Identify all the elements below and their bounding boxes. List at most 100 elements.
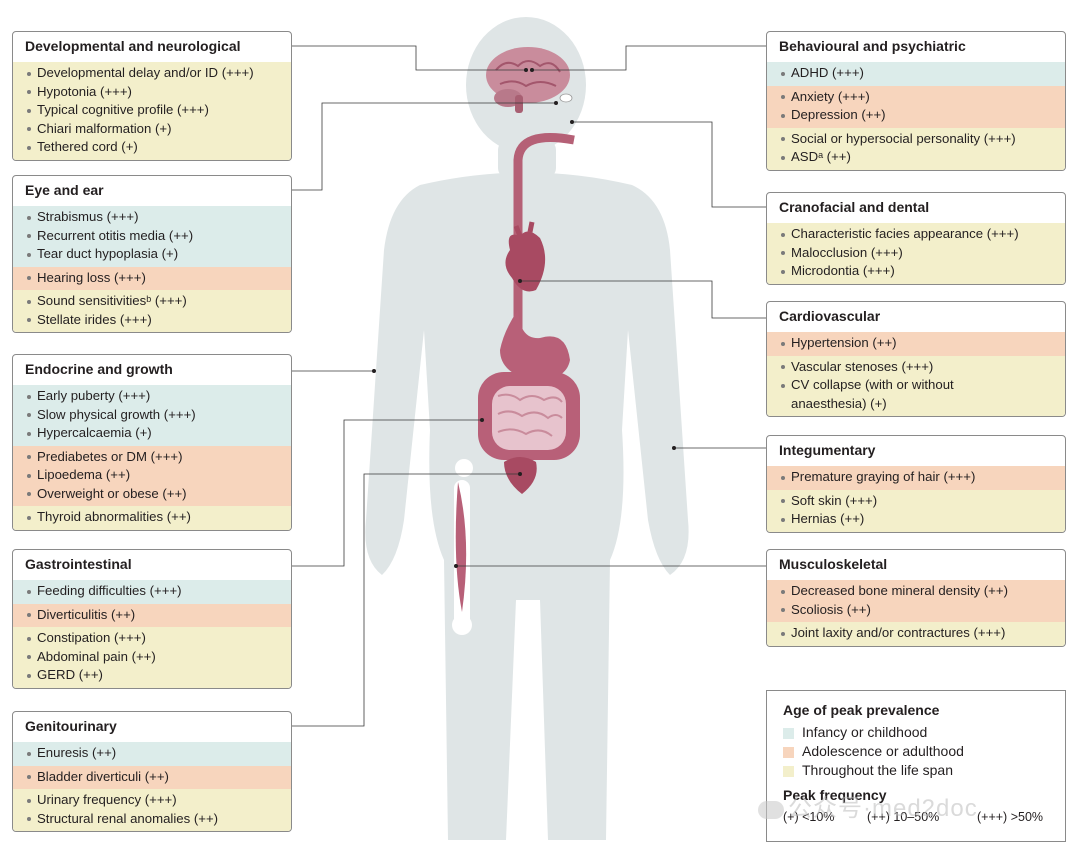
condition-item: Hernias (++)	[767, 510, 1065, 529]
condition-item: Hearing loss (+++)	[13, 269, 291, 288]
condition-item: Abdominal pain (++)	[13, 648, 291, 667]
condition-group-teal: Strabismus (+++)Recurrent otitis media (…	[13, 206, 291, 267]
condition-group-yellow: Sound sensitivitiesᵇ (+++)Stellate iride…	[13, 290, 291, 332]
condition-item: Soft skin (+++)	[767, 492, 1065, 511]
legend-title: Age of peak prevalence	[783, 702, 940, 718]
condition-item: Joint laxity and/or contractures (+++)	[767, 624, 1065, 643]
condition-group-yellow: Developmental delay and/or ID (+++)Hypot…	[13, 62, 291, 160]
condition-group-teal: Feeding difficulties (+++)	[13, 580, 291, 604]
condition-item: Diverticulitis (++)	[13, 606, 291, 625]
condition-item: Early puberty (+++)	[13, 387, 291, 406]
condition-group-yellow: Characteristic facies appearance (+++)Ma…	[767, 223, 1065, 284]
condition-item: Stellate irides (+++)	[13, 311, 291, 330]
legend-label: Adolescence or adulthood	[802, 743, 964, 759]
condition-item: Microdontia (+++)	[767, 262, 1065, 281]
condition-item: Thyroid abnormalities (++)	[13, 508, 291, 527]
condition-item: ADHD (+++)	[767, 64, 1065, 83]
condition-group-peach: Anxiety (+++)Depression (++)	[767, 85, 1065, 128]
legend-swatch	[783, 765, 794, 777]
condition-item: Tear duct hypoplasia (+)	[13, 245, 291, 264]
femur-muscle-icon	[452, 459, 473, 635]
panel-title: Eye and ear	[25, 182, 104, 198]
legend-row-adulthood: Adolescence or adulthood	[783, 743, 964, 759]
condition-item: GERD (++)	[13, 666, 291, 685]
panel-title: Developmental and neurological	[25, 38, 241, 54]
condition-item: Premature graying of hair (+++)	[767, 468, 1065, 487]
legend-row-lifespan: Throughout the life span	[783, 762, 953, 778]
condition-group-peach: Premature graying of hair (+++)	[767, 466, 1065, 490]
condition-group-peach: Prediabetes or DM (+++)Lipoedema (++)Ove…	[13, 445, 291, 506]
condition-group-yellow: Thyroid abnormalities (++)	[13, 506, 291, 530]
condition-group-yellow: Vascular stenoses (+++)CV collapse (with…	[767, 355, 1065, 416]
panel-title: Genitourinary	[25, 718, 117, 734]
condition-item: Strabismus (+++)	[13, 208, 291, 227]
eye-icon	[559, 93, 573, 103]
condition-item: anaesthesia) (+)	[791, 395, 887, 411]
condition-item: Structural renal anomalies (++)	[13, 810, 291, 829]
legend: Age of peak prevalence Infancy or childh…	[766, 690, 1066, 842]
panel-title: Gastrointestinal	[25, 556, 132, 572]
legend-row-childhood: Infancy or childhood	[783, 724, 927, 740]
condition-item: Developmental delay and/or ID (+++)	[13, 64, 291, 83]
condition-item: Recurrent otitis media (++)	[13, 227, 291, 246]
condition-item: Slow physical growth (+++)	[13, 406, 291, 425]
condition-group-yellow: Urinary frequency (+++)Structural renal …	[13, 789, 291, 831]
frequency-mid: (++) 10–50%	[867, 810, 940, 824]
frequency-high: (+++) >50%	[977, 810, 1044, 824]
condition-item: Sound sensitivitiesᵇ (+++)	[13, 292, 291, 311]
condition-item: Vascular stenoses (+++)	[767, 358, 1065, 377]
panel-title: Endocrine and growth	[25, 361, 173, 377]
condition-item: Characteristic facies appearance (+++)	[767, 225, 1065, 244]
condition-group-yellow: Constipation (+++)Abdominal pain (++)GER…	[13, 627, 291, 688]
heart-icon	[505, 221, 546, 292]
stomach-icon	[500, 310, 570, 381]
condition-item: Feeding difficulties (+++)	[13, 582, 291, 601]
condition-group-peach: Hypertension (++)	[767, 332, 1065, 356]
connector-lines	[290, 45, 766, 727]
legend-swatch	[783, 746, 794, 758]
condition-item: Bladder diverticuli (++)	[13, 768, 291, 787]
condition-group-teal: Early puberty (+++)Slow physical growth …	[13, 385, 291, 446]
condition-item: Lipoedema (++)	[13, 466, 291, 485]
intestines-icon	[478, 372, 580, 460]
esophagus-icon	[513, 133, 575, 330]
condition-item: Malocclusion (+++)	[767, 244, 1065, 263]
watermark-text: 公众号·med2doc	[788, 795, 978, 822]
legend-swatch	[783, 727, 794, 739]
condition-item: Depression (++)	[767, 106, 1065, 125]
condition-item: Scoliosis (++)	[767, 601, 1065, 620]
condition-item: Typical cognitive profile (+++)	[13, 101, 291, 120]
condition-item: Anxiety (+++)	[767, 88, 1065, 107]
condition-group-peach: Diverticulitis (++)	[13, 603, 291, 627]
wechat-icon	[758, 800, 784, 819]
condition-item: Decreased bone mineral density (++)	[767, 582, 1065, 601]
condition-item: Hypotonia (+++)	[13, 83, 291, 102]
legend-label: Infancy or childhood	[802, 724, 928, 740]
panel-title: Cranofacial and dental	[779, 199, 930, 215]
condition-item: Urinary frequency (+++)	[13, 791, 291, 810]
connector-dots	[372, 68, 676, 568]
panel-title: Behavioural and psychiatric	[779, 38, 966, 54]
frequency-low: (+) <10%	[783, 810, 835, 824]
watermark: 公众号·med2doc	[758, 788, 978, 823]
condition-group-yellow: Joint laxity and/or contractures (+++)	[767, 622, 1065, 646]
condition-item: Social or hypersocial personality (+++)	[767, 130, 1065, 149]
condition-group-teal: ADHD (+++)	[767, 62, 1065, 86]
condition-item: Hypercalcaemia (+)	[13, 424, 291, 443]
condition-item: Prediabetes or DM (+++)	[13, 448, 291, 467]
condition-item: ASDᵃ (++)	[767, 148, 1065, 167]
condition-item: Constipation (+++)	[13, 629, 291, 648]
condition-item: Hypertension (++)	[767, 334, 1065, 353]
condition-item: CV collapse (with or without	[767, 376, 1065, 395]
condition-item: Tethered cord (+)	[13, 138, 291, 157]
